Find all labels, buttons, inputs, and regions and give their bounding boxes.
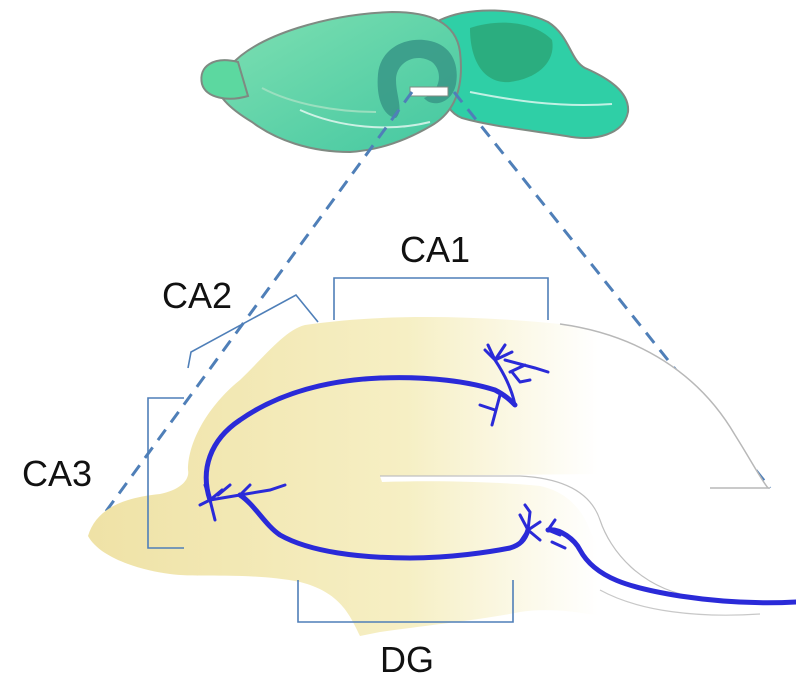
ca2-label: CA2 [162,275,232,316]
ca1-label: CA1 [400,229,470,270]
ca3-label: CA3 [22,453,92,494]
ca1-bracket [334,278,548,320]
hippocampus-slice-icon [88,317,796,636]
mouse-brain-sagittal-icon [201,10,628,152]
dg-label: DG [380,639,434,678]
